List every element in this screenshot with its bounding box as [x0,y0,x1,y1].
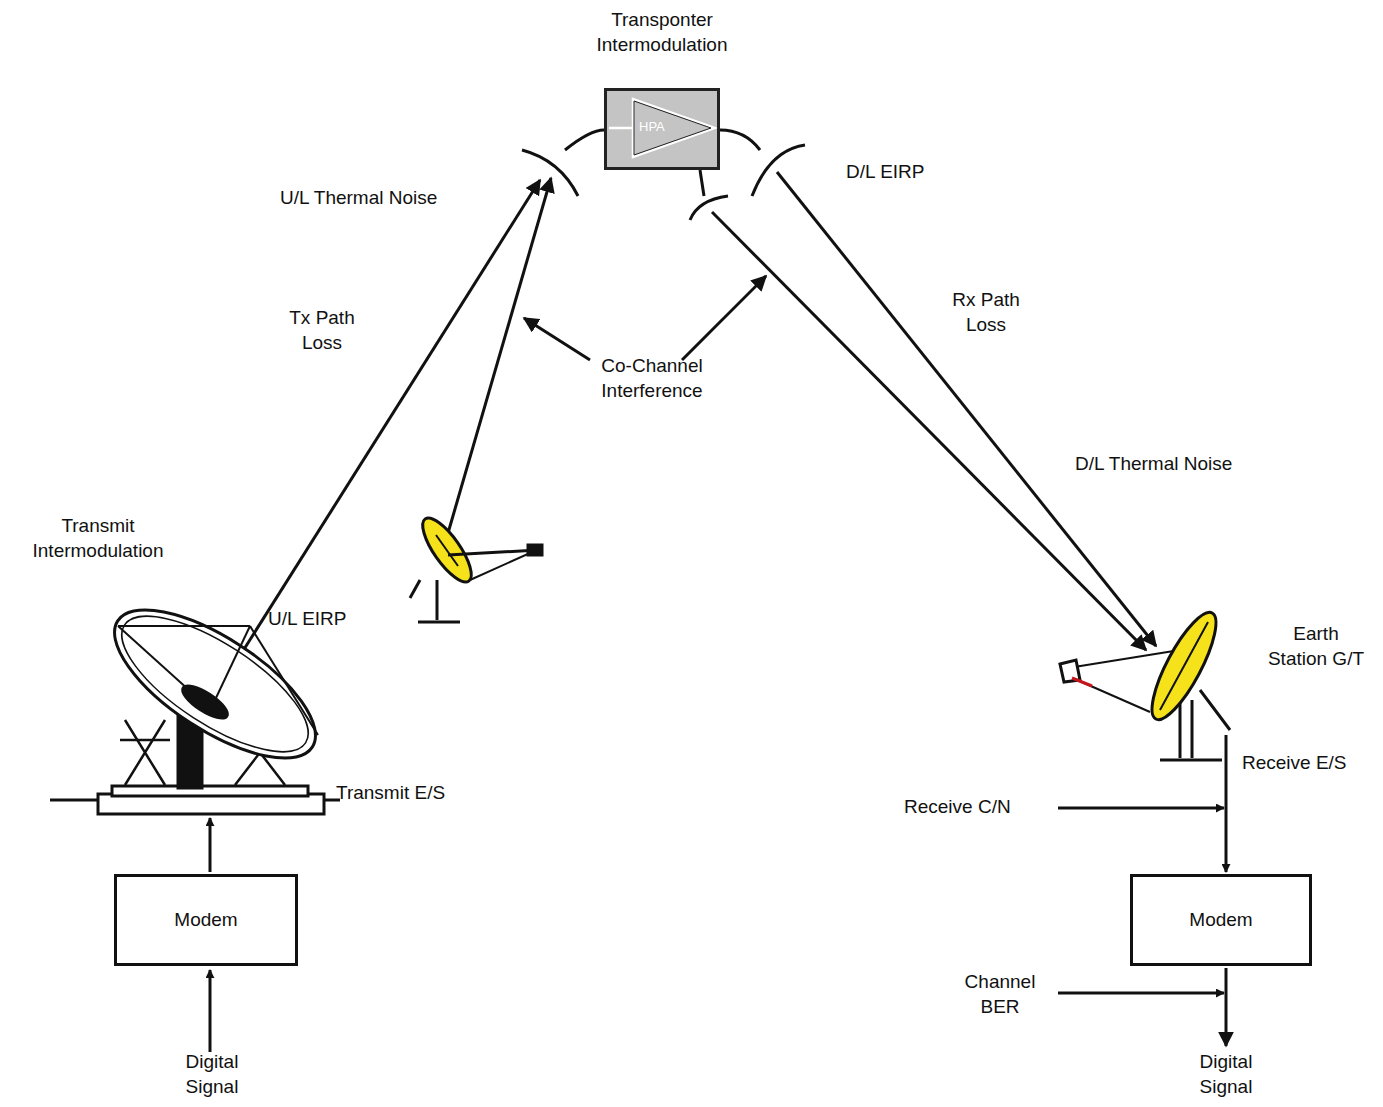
transponder-box: HPA [604,88,720,170]
transponder: Transponter IntermodulationHPA [562,6,762,172]
amplifier-label: HPA [639,119,665,134]
link-paths [212,172,1156,700]
modem-label: Modem [174,909,237,931]
annotation-label: Receive E/S [1242,751,1347,776]
annotation-label: U/L EIRP [268,607,347,632]
annotation-label: Digital Signal [1185,1050,1267,1099]
annotation-label: Co-Channel Interference [586,354,718,403]
receive-earth-station [1060,605,1230,760]
annotation-label: D/L Thermal Noise [1075,452,1232,477]
annotation-label: Tx Path Loss [276,306,368,355]
annotation-label: Rx Path Loss [940,288,1032,337]
annotation-label: Transmit E/S [336,781,445,806]
modem-label: Modem [1189,909,1252,931]
modem-box: Modem [1130,874,1312,966]
interfering-earth-station [410,511,542,622]
annotation-label: Channel BER [954,970,1046,1019]
annotation-label: Receive C/N [904,795,1011,820]
transponder-heading: Transponter Intermodulation [577,8,747,57]
annotation-label: Transmit Intermodulation [12,514,184,563]
signal-arrows [210,735,1226,1052]
modem-box: Modem [114,874,298,966]
annotation-label: U/L Thermal Noise [280,186,437,211]
annotation-label: D/L EIRP [846,160,925,185]
annotation-label: Earth Station G/T [1263,622,1369,671]
annotation-label: Digital Signal [171,1050,253,1099]
